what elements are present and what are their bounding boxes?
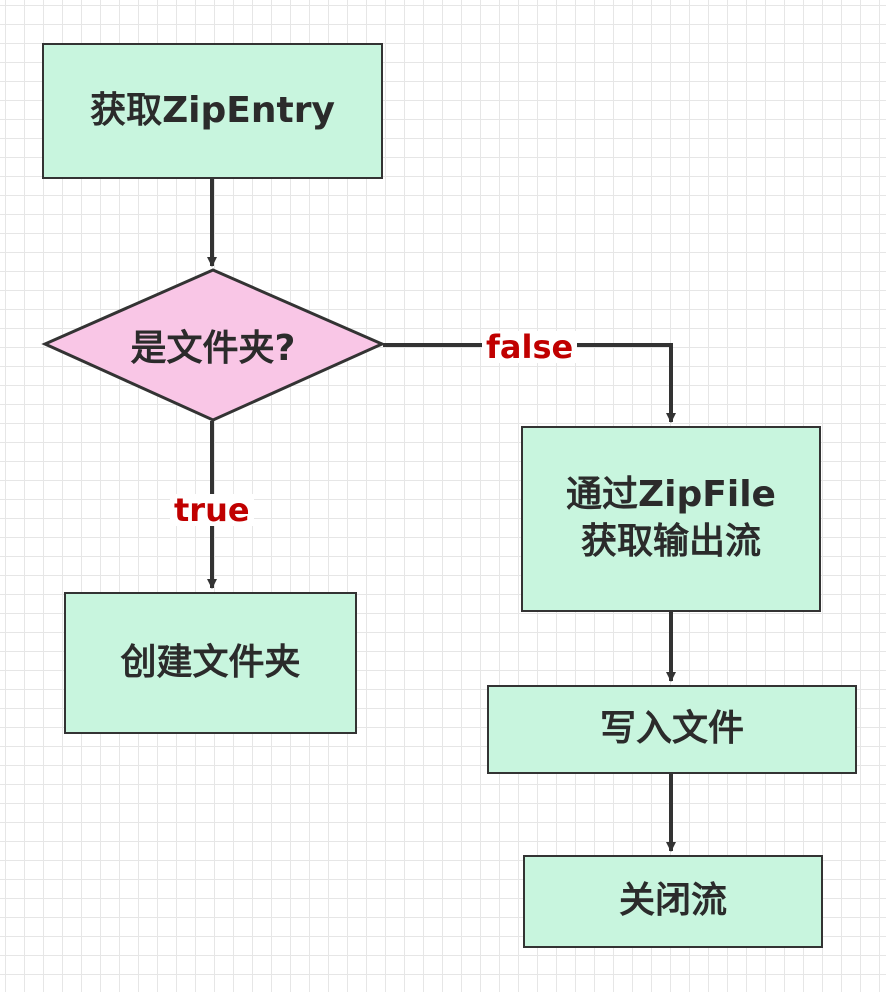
edge-false-branch [383, 343, 676, 423]
node-write-file: 写入文件 [487, 685, 857, 774]
node-create-folder: 创建文件夹 [64, 592, 357, 734]
node-is-folder-label: 是文件夹? [130, 328, 296, 369]
node-get-zip-entry: 获取ZipEntry [42, 43, 383, 179]
edge-label-true: true [170, 494, 254, 526]
node-close-stream: 关闭流 [523, 855, 823, 948]
node-get-output-stream: 通过ZipFile 获取输出流 [521, 426, 821, 612]
edge-label-false: false [482, 331, 578, 363]
decision-diamond [41, 268, 386, 422]
